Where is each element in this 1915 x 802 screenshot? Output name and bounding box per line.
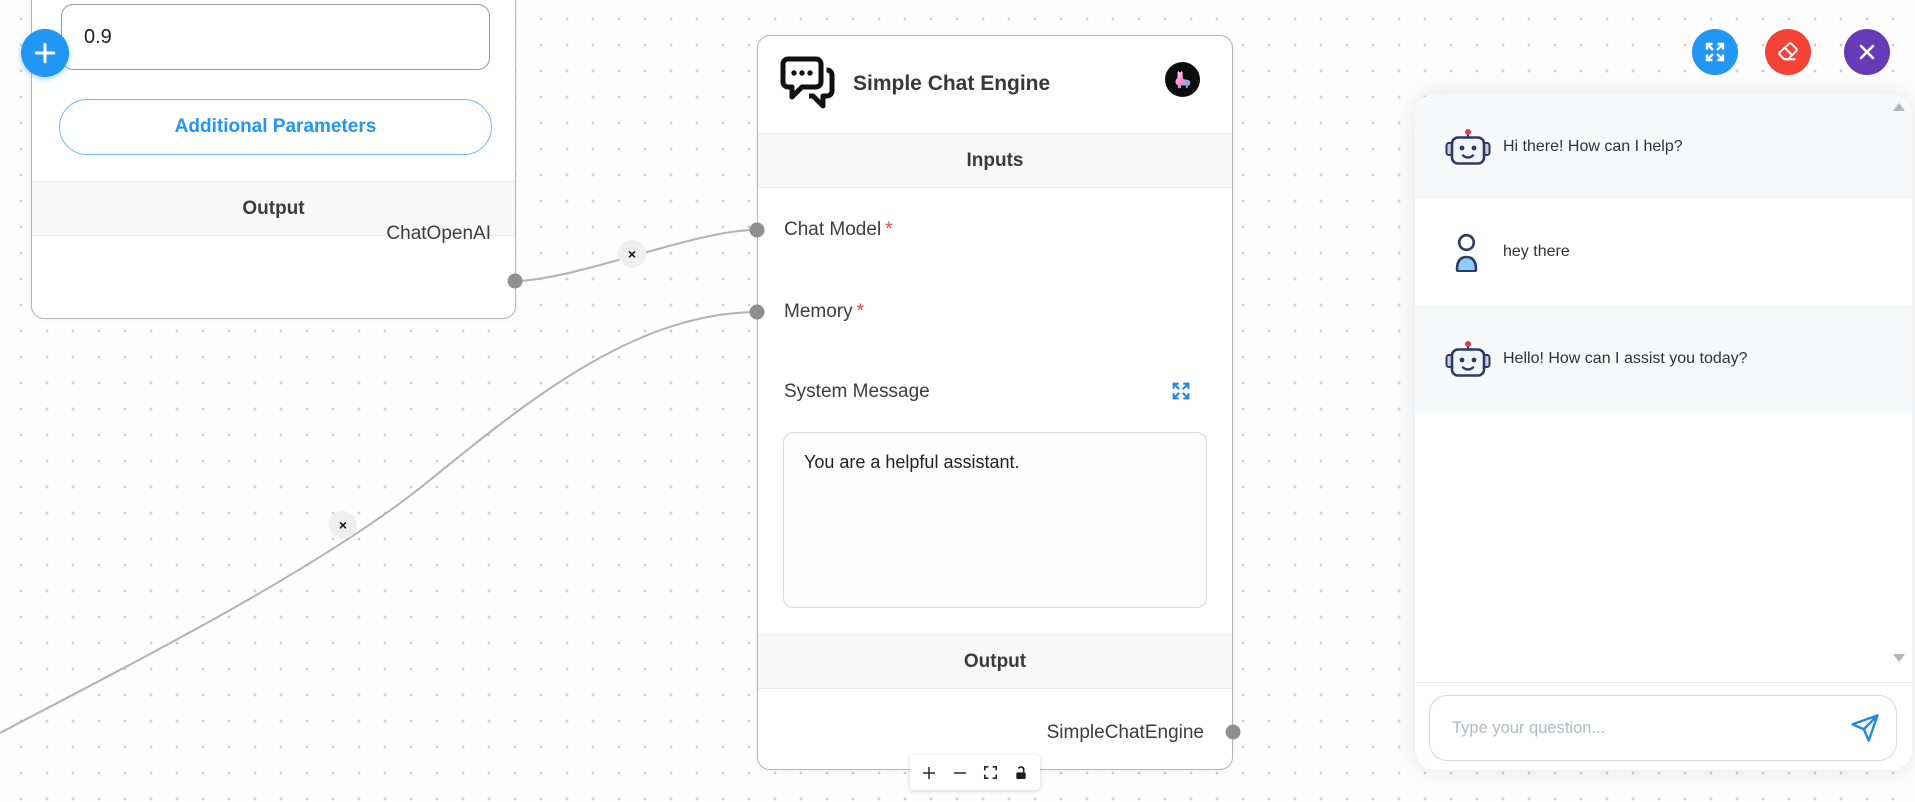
- additional-parameters-button[interactable]: Additional Parameters: [59, 99, 492, 155]
- node-title: Simple Chat Engine: [853, 72, 1051, 95]
- handle-chatopenai-output[interactable]: [507, 273, 523, 289]
- chat-message-user: hey there: [1415, 199, 1912, 305]
- minus-icon: [953, 771, 966, 774]
- handle-memory-input[interactable]: [749, 304, 765, 320]
- edge-delete-button[interactable]: ×: [329, 511, 357, 539]
- output-section-label: Output: [242, 197, 305, 219]
- chat-input-container: [1429, 695, 1897, 761]
- required-marker: *: [856, 301, 865, 322]
- output-anchor-label: SimpleChatEngine: [1046, 722, 1204, 743]
- close-icon: [1859, 44, 1875, 60]
- message-text: hey there: [1503, 243, 1570, 260]
- inputs-section-header: Inputs: [758, 133, 1232, 188]
- llama-icon: [1175, 70, 1191, 89]
- message-text: Hi there! How can I help?: [1503, 137, 1683, 155]
- chat-message-bot: Hello! How can I assist you today?: [1415, 305, 1912, 412]
- open-in-full-icon[interactable]: [1170, 380, 1192, 402]
- user-icon: [1445, 233, 1491, 272]
- expand-arrows-icon: [1705, 42, 1725, 62]
- handle-chatmodel-input[interactable]: [749, 222, 765, 238]
- inputs-section-label: Inputs: [966, 149, 1024, 171]
- robot-icon: [1445, 339, 1491, 379]
- eraser-icon: [1778, 42, 1798, 61]
- chat-panel: Hi there! How can I help? hey there Hell…: [1415, 94, 1912, 770]
- llamaindex-avatar: [1165, 62, 1200, 97]
- canvas-controls-toolbar: [910, 755, 1040, 790]
- scroll-up-arrow[interactable]: [1893, 103, 1905, 111]
- field-label-text: Memory: [784, 301, 853, 322]
- node-chatopenai[interactable]: Additional Parameters Output ChatOpenAI: [31, 0, 516, 319]
- robot-icon: [1445, 127, 1491, 167]
- chat-input-divider: [1415, 682, 1912, 683]
- field-label-text: System Message: [784, 381, 930, 402]
- temperature-input[interactable]: [61, 4, 490, 70]
- field-system-message: System Message: [784, 381, 930, 403]
- output-section-header: Output: [32, 181, 515, 236]
- expand-chat-button[interactable]: [1692, 29, 1738, 75]
- scroll-down-arrow[interactable]: [1893, 654, 1905, 662]
- chat-question-input[interactable]: [1452, 718, 1850, 738]
- chat-bubbles-icon: [779, 55, 835, 109]
- field-memory: Memory*: [784, 301, 864, 323]
- edge-delete-button[interactable]: ×: [618, 240, 646, 268]
- fit-view-button[interactable]: [979, 762, 1001, 784]
- field-chat-model: Chat Model*: [784, 219, 893, 241]
- system-message-textarea[interactable]: You are a helpful assistant.: [783, 432, 1207, 608]
- send-icon[interactable]: [1850, 713, 1880, 743]
- chat-message-bot: Hi there! How can I help?: [1415, 94, 1912, 199]
- field-label-text: Chat Model: [784, 219, 882, 240]
- handle-simplechatengine-output[interactable]: [1225, 724, 1241, 740]
- zoom-in-button[interactable]: [918, 762, 940, 784]
- fit-view-icon: [983, 765, 997, 780]
- unlock-icon: [1015, 765, 1026, 779]
- output-anchor-label: ChatOpenAI: [386, 223, 491, 244]
- output-section-header: Output: [758, 634, 1232, 689]
- output-section-label: Output: [963, 650, 1027, 672]
- clear-chat-button[interactable]: [1765, 29, 1811, 75]
- edge-offscreen-to-memory: [0, 311, 756, 734]
- message-text: Hello! How can I assist you today?: [1503, 349, 1748, 367]
- lock-toggle-button[interactable]: [1010, 762, 1032, 784]
- add-node-button[interactable]: [21, 29, 69, 77]
- node-simple-chat-engine[interactable]: Simple Chat Engine Inputs Chat Model* Me…: [757, 35, 1233, 770]
- required-marker: *: [885, 219, 893, 240]
- plus-icon: [34, 42, 56, 64]
- close-chat-button[interactable]: [1844, 29, 1890, 75]
- plus-icon: [923, 766, 936, 779]
- zoom-out-button[interactable]: [949, 762, 971, 784]
